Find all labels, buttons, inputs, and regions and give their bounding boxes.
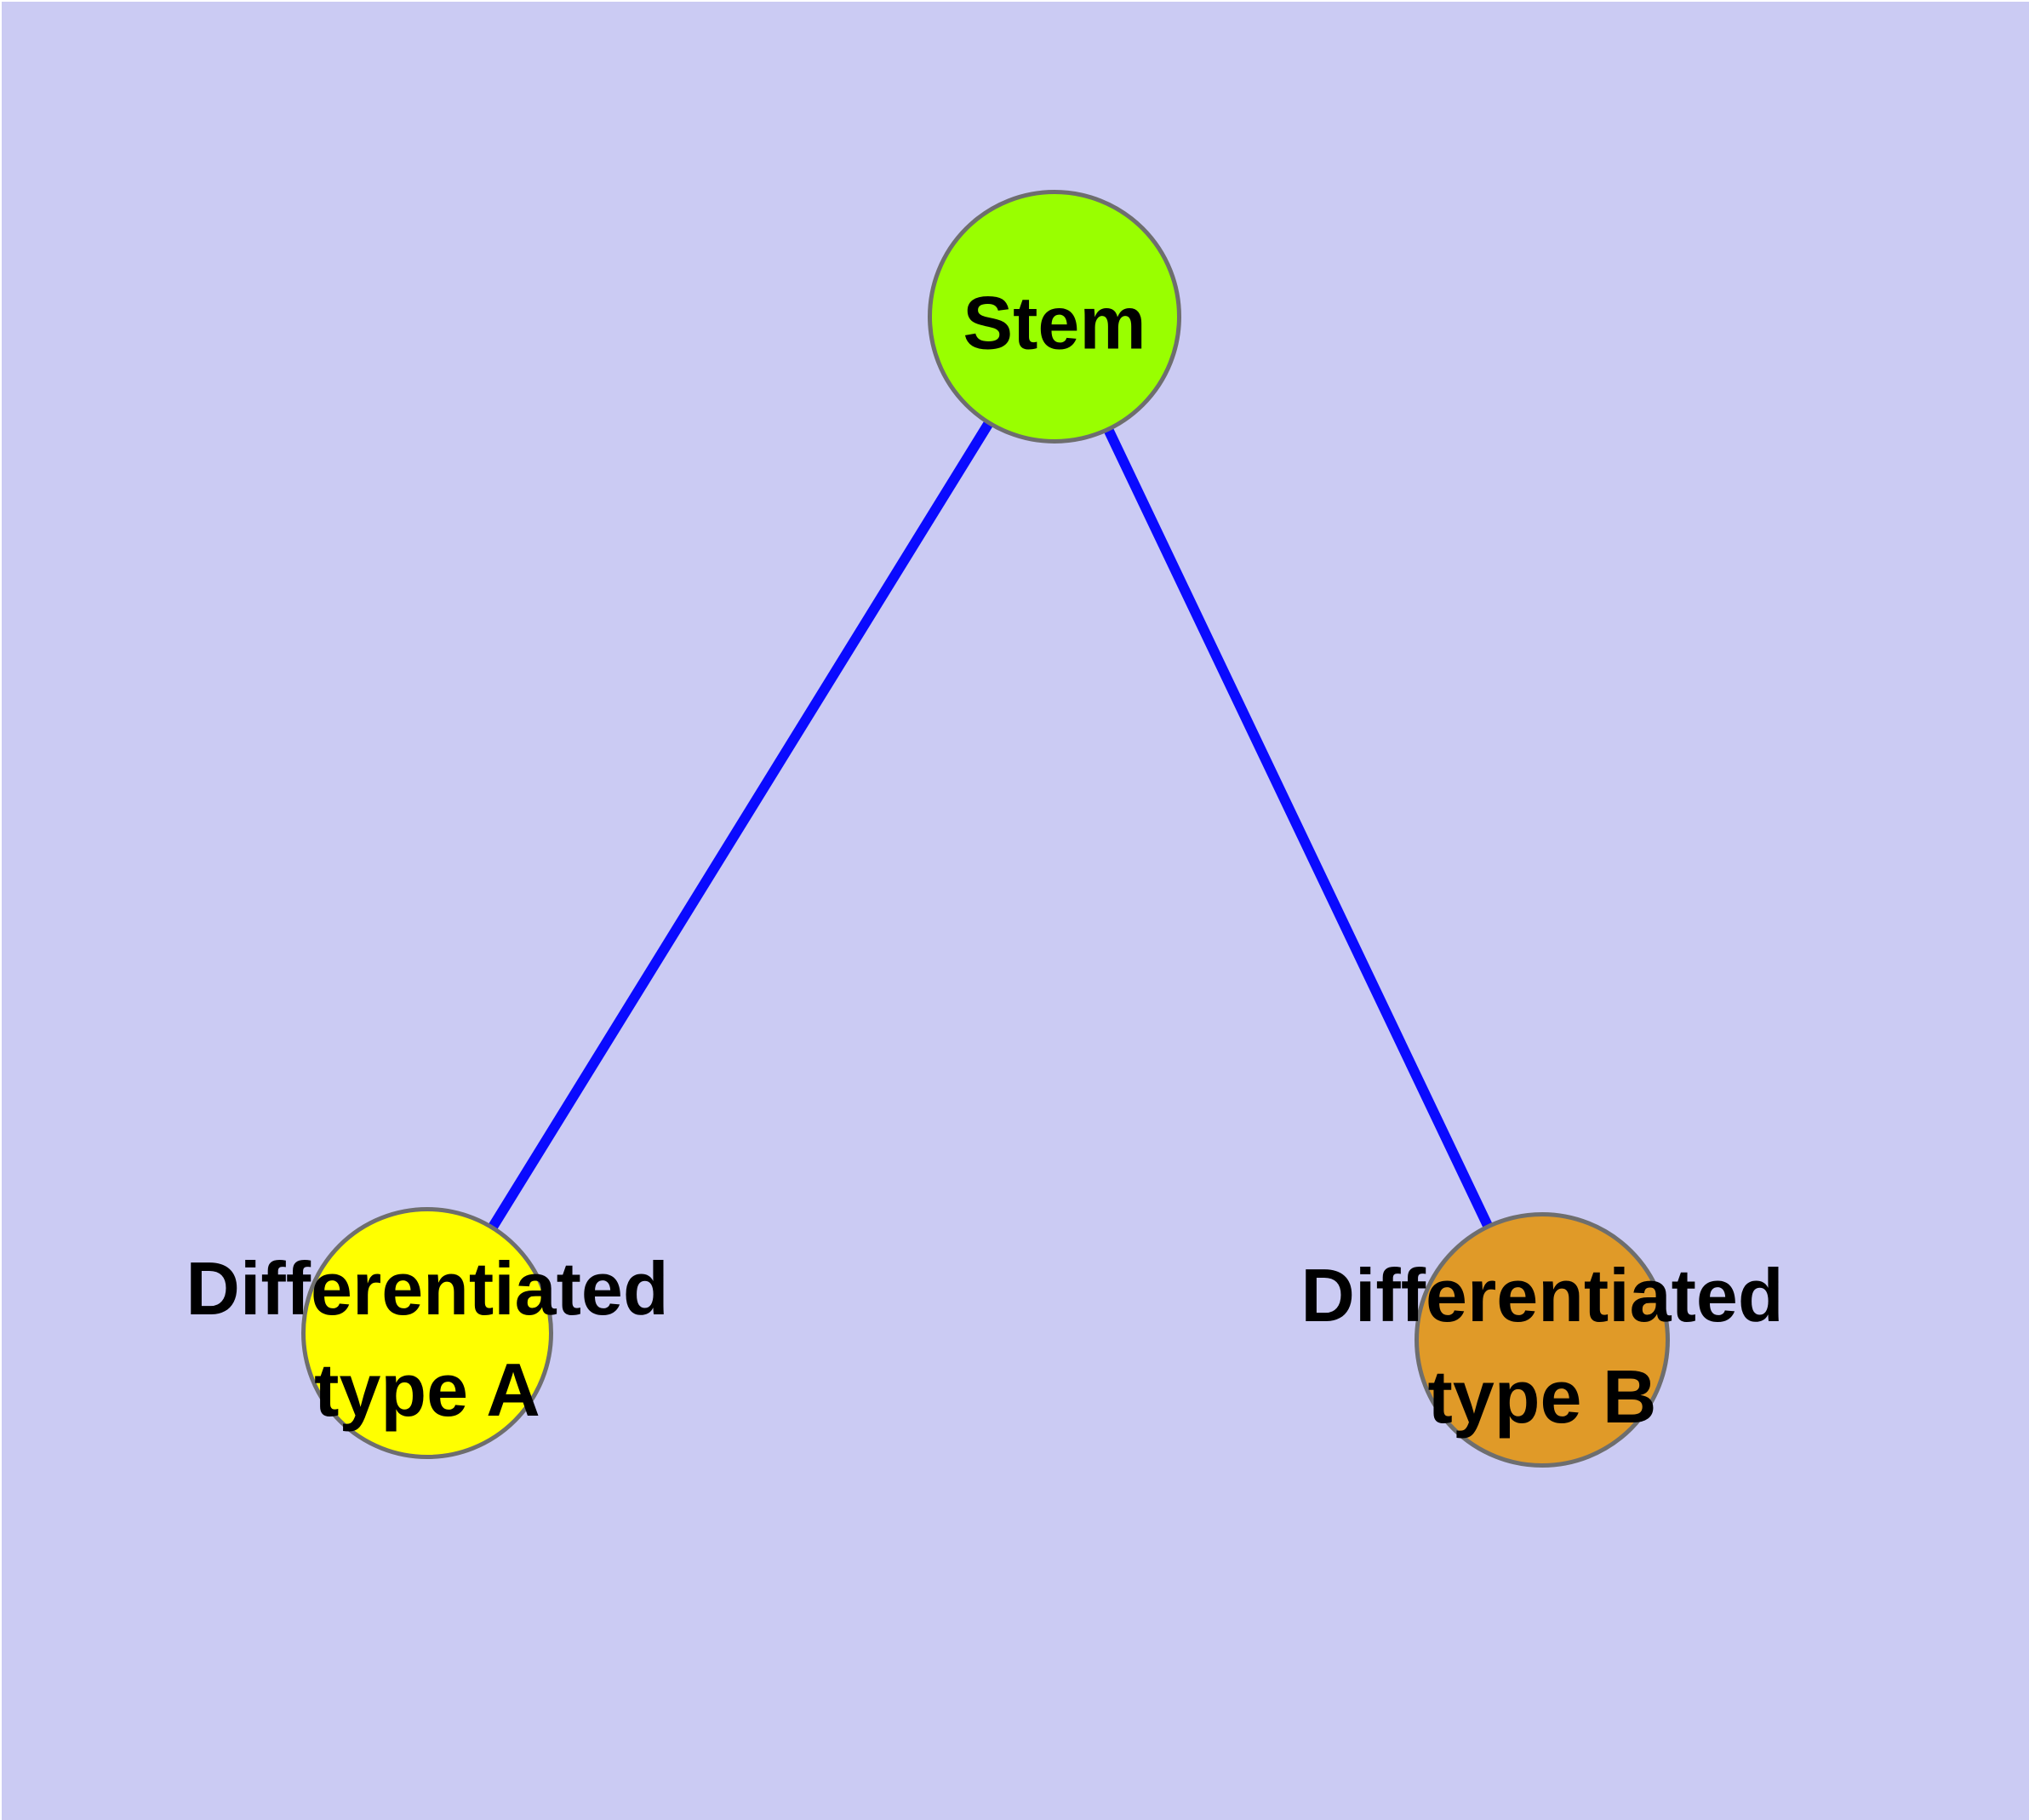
node-differentiated-type-b-label: Differentiated type B — [1300, 1245, 1783, 1448]
node-differentiated-type-a-label-line-2: type A — [314, 1348, 540, 1432]
node-differentiated-type-b-label-line-2: type B — [1427, 1354, 1657, 1439]
node-stem-circle — [928, 190, 1181, 444]
node-differentiated-type-b-circle — [1415, 1212, 1670, 1468]
edge-stem-to-type-a — [422, 313, 1060, 1336]
node-differentiated-type-a-label: Differentiated type A — [186, 1239, 668, 1441]
node-differentiated-type-a-label-line-1: Differentiated — [186, 1246, 669, 1331]
edge-stem-to-type-b — [1049, 314, 1547, 1342]
node-differentiated-type-a-circle — [301, 1207, 553, 1459]
node-stem-label-line: Stem — [963, 280, 1146, 365]
node-differentiated-type-b-label-line-1: Differentiated — [1300, 1253, 1784, 1338]
node-stem-label: Stem — [963, 273, 1146, 375]
